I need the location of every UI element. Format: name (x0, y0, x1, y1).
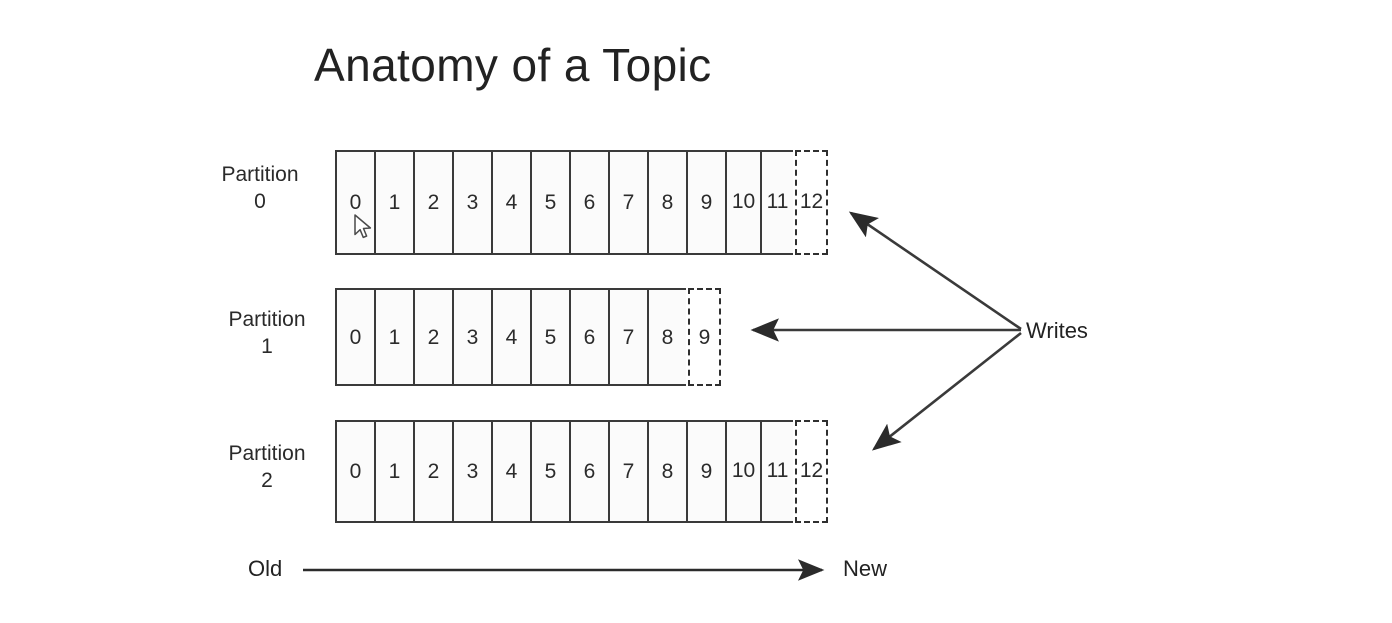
log-cell[interactable]: 4 (491, 288, 530, 386)
partition-label-line1: Partition (221, 163, 299, 186)
log-cell-offset: 3 (466, 191, 479, 214)
writes-label: Writes (1026, 318, 1088, 343)
mouse-pointer-icon (354, 214, 372, 239)
log-cell-pending[interactable]: 12 (795, 150, 828, 255)
log-cell[interactable]: 0 (335, 288, 374, 386)
log-cell[interactable]: 9 (686, 150, 725, 255)
log-cell[interactable]: 7 (608, 288, 647, 386)
partition-label: Partition 2 (203, 441, 331, 495)
log-cell-offset: 2 (427, 460, 440, 483)
log-cell-offset: 5 (544, 460, 557, 483)
partition-label: Partition 1 (203, 307, 331, 361)
partition-label-line1: Partition (228, 442, 306, 465)
log-cell-offset: 3 (466, 325, 479, 349)
log-cell[interactable]: 3 (452, 420, 491, 523)
log-cell[interactable]: 2 (413, 288, 452, 386)
log-cell-offset: 1 (388, 325, 401, 349)
log-cell-offset: 5 (544, 325, 557, 349)
log-cell-pending[interactable]: 9 (688, 288, 721, 386)
log-cell[interactable]: 5 (530, 150, 569, 255)
log-cell-offset: 7 (622, 325, 635, 349)
partition-label-line2: 1 (261, 334, 273, 358)
log-cell[interactable]: 2 (413, 420, 452, 523)
partition-label-line2: 2 (261, 468, 273, 492)
log-cell-offset: 1 (388, 460, 401, 483)
log-cell[interactable]: 7 (608, 150, 647, 255)
log-cell[interactable]: 10 (725, 150, 760, 255)
log-cell-offset: 10 (731, 459, 756, 483)
log-cell-offset: 6 (583, 191, 596, 214)
log-cell-offset: 8 (661, 325, 674, 349)
log-cell[interactable]: 11 (760, 150, 793, 255)
log-cell-offset: 4 (505, 460, 518, 483)
log-cell-offset: 4 (505, 325, 518, 349)
writes-arrow-partition-0 (848, 211, 1022, 331)
log-cell[interactable]: 6 (569, 150, 608, 255)
log-cell[interactable]: 5 (530, 288, 569, 386)
log-cell[interactable]: 9 (686, 420, 725, 523)
partition-label: Partition 0 (196, 162, 324, 216)
log-cell-offset: 2 (427, 191, 440, 214)
log-cell-offset: 12 (799, 190, 824, 214)
log-cell[interactable]: 3 (452, 288, 491, 386)
time-axis-new-label: New (843, 556, 888, 581)
log-cell-offset: 9 (700, 460, 713, 483)
log-cell-offset: 9 (700, 191, 713, 214)
log-cell-offset: 6 (583, 325, 596, 349)
log-cell-offset: 0 (349, 325, 362, 349)
log-cell[interactable]: 11 (760, 420, 793, 523)
writes-arrow-partition-2 (871, 331, 1022, 451)
log-cell-offset: 7 (622, 191, 635, 214)
log-cell[interactable]: 4 (491, 420, 530, 523)
log-cell-offset: 11 (766, 190, 789, 214)
log-cell[interactable]: 4 (491, 150, 530, 255)
log-cell-offset: 9 (698, 325, 711, 349)
log-cell[interactable]: 3 (452, 150, 491, 255)
page-title: Anatomy of a Topic (314, 39, 712, 91)
log-cell[interactable]: 6 (569, 420, 608, 523)
log-cell-offset: 8 (661, 191, 674, 214)
log-cell-offset: 5 (544, 191, 557, 214)
log-cell[interactable]: 1 (374, 150, 413, 255)
log-cell-offset: 11 (766, 459, 789, 483)
partition-label-line1: Partition (228, 308, 306, 331)
log-cell[interactable]: 7 (608, 420, 647, 523)
log-cell[interactable]: 8 (647, 420, 686, 523)
partition-label-line2: 0 (254, 189, 266, 213)
log-cell[interactable]: 1 (374, 420, 413, 523)
log-cell[interactable]: 10 (725, 420, 760, 523)
log-cell[interactable]: 8 (647, 288, 686, 386)
log-cell-offset: 12 (799, 459, 824, 483)
partition-log-strip: 0 1 2 3 4 5 6 7 8 9 10 11 12 (335, 150, 828, 255)
log-cell-offset: 7 (622, 460, 635, 483)
log-cell-pending[interactable]: 12 (795, 420, 828, 523)
log-cell-offset: 10 (731, 190, 756, 214)
log-cell[interactable]: 0 (335, 420, 374, 523)
log-cell-offset: 8 (661, 460, 674, 483)
log-cell[interactable]: 0 (335, 150, 374, 255)
partition-log-strip: 0 1 2 3 4 5 6 7 8 9 10 11 12 (335, 420, 828, 523)
log-cell[interactable]: 2 (413, 150, 452, 255)
log-cell-offset: 0 (349, 191, 362, 214)
log-cell[interactable]: 6 (569, 288, 608, 386)
log-cell-offset: 0 (349, 460, 362, 483)
log-cell-offset: 4 (505, 191, 518, 214)
log-cell-offset: 2 (427, 325, 440, 349)
log-cell[interactable]: 1 (374, 288, 413, 386)
log-cell-offset: 6 (583, 460, 596, 483)
log-cell[interactable]: 8 (647, 150, 686, 255)
partition-log-strip: 0 1 2 3 4 5 6 7 8 9 (335, 288, 721, 386)
time-axis-old-label: Old (248, 556, 283, 581)
log-cell-offset: 3 (466, 460, 479, 483)
log-cell[interactable]: 5 (530, 420, 569, 523)
log-cell-offset: 1 (388, 191, 401, 214)
